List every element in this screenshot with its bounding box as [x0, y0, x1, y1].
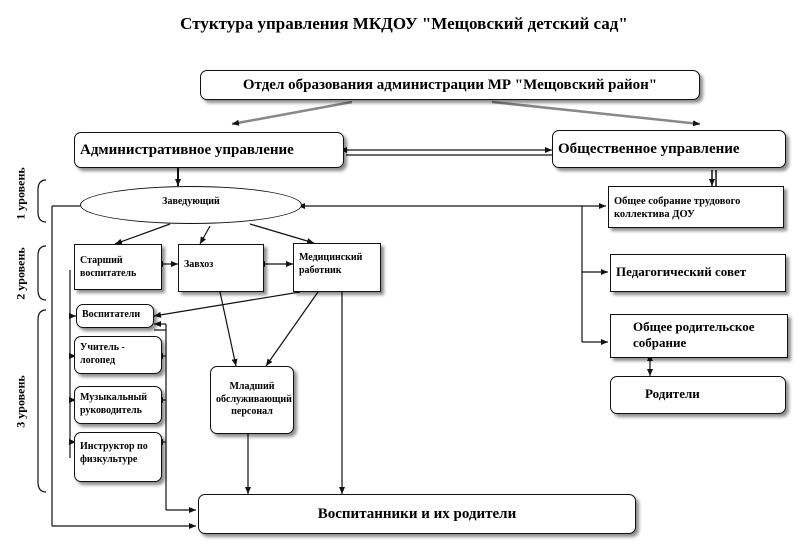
node-zavhoz: Завхоз	[178, 244, 264, 292]
node-instruktor: Инструктор по физкультуре	[74, 432, 162, 482]
node-zavhoz-label: Завхоз	[184, 259, 214, 270]
node-obsh-label: Общественное управление	[558, 140, 740, 157]
node-roditeli: Родители	[610, 376, 786, 414]
node-vospitateli: Воспитатели	[76, 304, 154, 328]
node-otdel-label: Отдел образования администрации МР "Мещо…	[242, 76, 658, 93]
node-instruktor-label: Инструктор по физкультуре	[80, 441, 148, 465]
node-medrab-label: Медицинский работник	[299, 252, 363, 276]
node-admin-label: Административное управление	[80, 141, 294, 158]
node-starshiy: Старший воспитатель	[74, 244, 162, 290]
level-3-label: 3 уровень	[13, 375, 28, 428]
node-muzruk: Музыкальный руководитель	[74, 386, 162, 424]
node-vospitanniki: Воспитанники и их родители	[198, 494, 636, 534]
node-logoped-label: Учитель - логопед	[80, 342, 125, 366]
node-roditeli-label: Родители	[645, 386, 700, 401]
node-logoped: Учитель - логопед	[74, 336, 162, 374]
level2-bracket	[37, 245, 47, 301]
node-starshiy-label: Старший воспитатель	[80, 255, 137, 279]
node-zaved-label: Заведующий	[162, 196, 220, 207]
node-mladshiy: Младший обслуживающий персонал	[210, 366, 294, 434]
node-mladshiy-label: Младший обслуживающий персонал	[216, 381, 292, 417]
node-zaved: Заведующий	[80, 186, 302, 224]
node-otdel: Отдел образования администрации МР "Мещо…	[200, 70, 700, 100]
node-sobranie-trud-label: Общее собрание трудового коллектива ДОУ	[614, 196, 741, 221]
node-muzruk-label: Музыкальный руководитель	[80, 392, 148, 416]
node-vospitateli-label: Воспитатели	[82, 309, 141, 320]
level-2-label: 2 уровень	[13, 247, 28, 300]
level3-bracket	[37, 309, 47, 493]
node-medrab: Медицинский работник	[293, 243, 381, 292]
node-pedsovet: Педагогический совет	[610, 254, 786, 292]
node-pedsovet-label: Педагогический совет	[616, 264, 747, 279]
node-rod-sobranie-label: Общее родительское собрание	[633, 319, 755, 351]
node-sobranie-trud: Общее собрание трудового коллектива ДОУ	[608, 186, 784, 228]
level-1-label: 1 уровень	[13, 167, 28, 220]
diagram-title: Стуктура управления МКДОУ "Мещовский дет…	[180, 14, 628, 33]
node-vospitanniki-label: Воспитанники и их родители	[317, 505, 517, 522]
node-admin: Административное управление	[74, 132, 344, 168]
node-obsh: Общественное управление	[552, 130, 786, 168]
node-rod-sobranie: Общее родительское собрание	[610, 314, 788, 358]
level1-bracket	[37, 179, 47, 223]
